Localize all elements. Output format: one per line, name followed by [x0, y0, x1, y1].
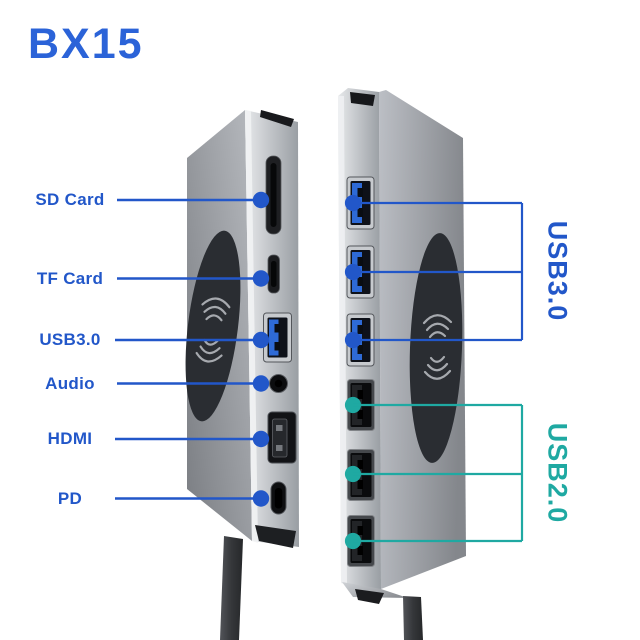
callout-pd: PD [57, 489, 83, 508]
usb3-port-icon [263, 312, 292, 363]
sd-card-slot [265, 155, 282, 235]
callout-usb3: USB3.0 [39, 330, 101, 349]
product-title: BX15 [28, 20, 144, 68]
usb2-bracket [344, 396, 524, 550]
bottom-cap [255, 525, 296, 548]
group-label-usb20: USB2.0 [542, 422, 573, 524]
tf-card-slot [267, 254, 280, 294]
usb-cable [220, 536, 243, 640]
edge-highlight [338, 96, 347, 584]
top-slot [260, 110, 294, 127]
callout-audio: Audio [45, 374, 95, 393]
callout-hdmi: HDMI [47, 429, 93, 448]
audio-jack [269, 374, 288, 393]
callout-sd-card: SD Card [35, 190, 105, 209]
top-slot [350, 92, 375, 106]
bottom-slot [355, 589, 384, 604]
left-device [185, 110, 299, 640]
left-callout-lines [115, 191, 270, 507]
usb3-bracket [344, 194, 524, 349]
callout-tf-card: TF Card [36, 269, 104, 288]
usbc-pd-port [270, 481, 287, 515]
right-device [338, 88, 466, 640]
group-label-usb30: USB3.0 [542, 220, 573, 322]
usb-cable [403, 596, 423, 640]
hdmi-port [267, 411, 297, 464]
